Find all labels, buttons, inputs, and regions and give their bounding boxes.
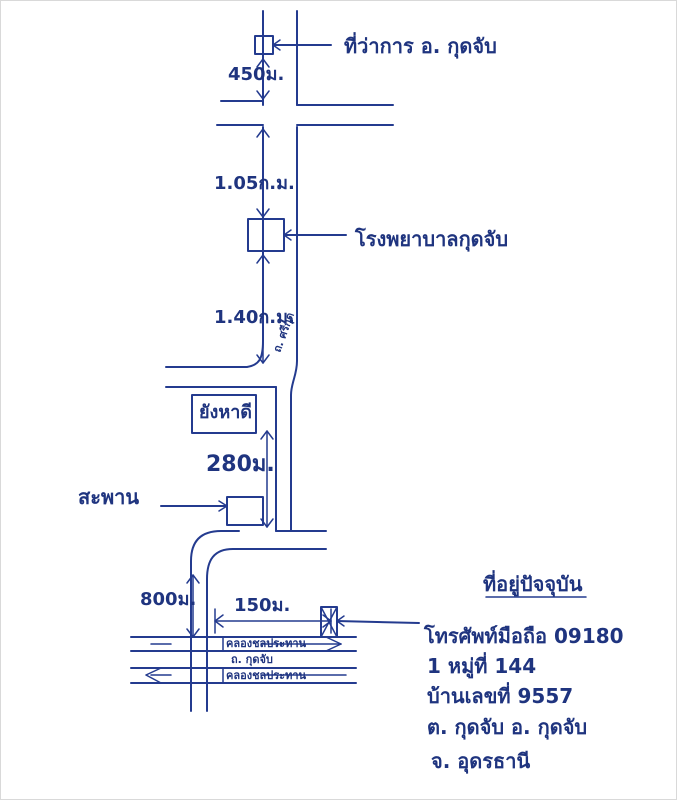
canal-label-top: คลองชลประทาน xyxy=(226,637,307,650)
school-label: โรงพยาบาลกุดจับ xyxy=(354,227,508,252)
landmarks xyxy=(160,35,420,638)
address-line-5: จ. อุดรธานี xyxy=(431,749,530,774)
address-line-2: 1 หมู่ที่ 144 xyxy=(427,651,536,680)
address-line-3: บ้านเลขที่ 9557 xyxy=(427,681,573,708)
shop-label: ยังหาดี xyxy=(199,402,252,423)
map-labels: ที่ว่าการ อ. กุดจับ 450ม. 1.05ก.ม. โรงพย… xyxy=(78,31,508,682)
top-landmark-label: ที่ว่าการ อ. กุดจับ xyxy=(344,31,497,59)
canal-area xyxy=(130,636,357,684)
distance-mid-label: 280ม. xyxy=(206,452,275,477)
distance-top-label: 450ม. xyxy=(228,64,284,85)
canal-road-label: ถ. กุดจับ xyxy=(231,653,273,667)
bridge-label: สะพาน xyxy=(78,485,139,509)
main-road-middle xyxy=(165,124,394,712)
distance-school-upper-label: 1.05ก.ม. xyxy=(214,173,295,194)
address-line-1: โทรศัพท์มือถือ 09180 xyxy=(423,624,624,648)
distance-school-lower-label: 1.40ก.ม. xyxy=(214,307,295,328)
address-block: ที่อยู่ปัจจุบัน โทรศัพท์มือถือ 09180 1 ห… xyxy=(423,569,624,774)
address-title: ที่อยู่ปัจจุบัน xyxy=(483,569,583,598)
distance-bottom-label: 150ม. xyxy=(234,595,290,616)
measurement-lines xyxy=(186,58,332,638)
canal-label-bottom: คลองชลประทาน xyxy=(226,669,307,682)
distance-left-label: 800ม. xyxy=(140,589,196,610)
main-road-upper xyxy=(220,10,394,106)
address-line-4: ต. กุดจับ อ. กุดจับ xyxy=(427,715,587,740)
